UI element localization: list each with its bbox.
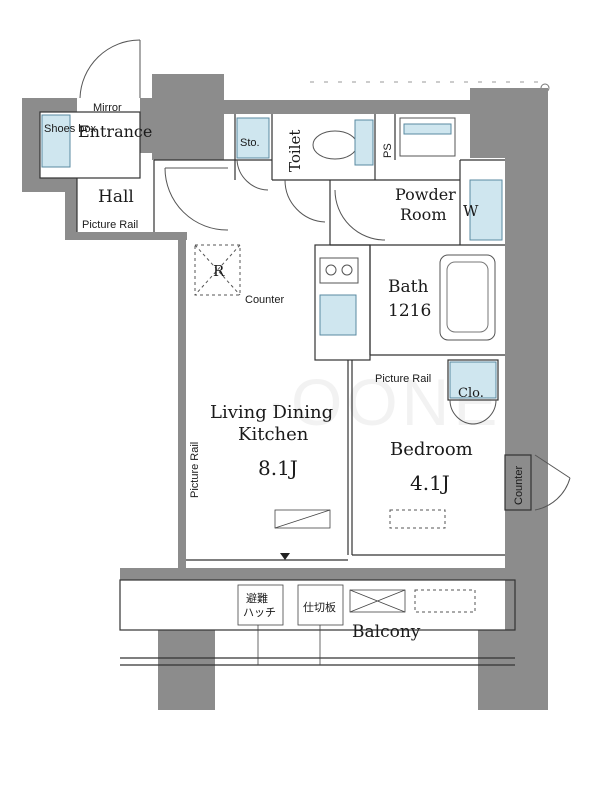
interior-walls [39,111,532,561]
mirror-label: Mirror [93,102,122,114]
refrigerator [194,244,241,296]
closet [449,361,497,399]
bedroom-size: 4.1J [410,471,450,495]
storage-fixture [236,117,270,159]
storage-label: Sto. [240,137,260,149]
walls [22,74,548,710]
counter-bedroom-label: Counter [513,466,525,505]
bath-label-1: Bath [388,277,428,297]
balcony-area [119,579,516,666]
counter-kitchen-label: Counter [245,294,284,306]
bedroom-label: Bedroom [390,439,473,460]
balcony-label: Balcony [352,622,421,642]
evac-hatch-label-2: ハッチ [243,606,276,619]
kitchen-sink [319,294,357,336]
shoes-box [41,114,71,168]
ldk-size: 8.1J [258,456,298,480]
washer [469,179,503,241]
entrance-label: Entrance [78,122,152,141]
picture-rail-hall-label: Picture Rail [82,219,138,231]
refrigerator-label: R [213,262,225,280]
labels: Mirror Entrance Shoes box Hall Picture R… [44,102,525,642]
washer-label: W [463,202,479,220]
powder-room-label-1: Powder [395,185,456,204]
hall-label: Hall [98,187,134,207]
doors [79,39,571,511]
toilet-label: Toilet [286,130,304,172]
powder-room-label-2: Room [400,205,446,224]
ldk-label-2: Kitchen [238,424,309,445]
bath-label-2: 1216 [388,301,431,321]
picture-rail-bedroom-label: Picture Rail [375,373,431,385]
ldk-label-1: Living Dining [210,402,333,423]
fixtures [41,114,503,560]
picture-rail-ldk-label: Picture Rail [189,442,201,498]
shoes-box-label: Shoes box [44,123,96,135]
closet-label: Clo. [458,386,484,401]
partition-label: 仕切板 [303,600,336,614]
evac-hatch-label-1: 避難 [246,591,268,605]
ps-label: PS [382,143,394,158]
